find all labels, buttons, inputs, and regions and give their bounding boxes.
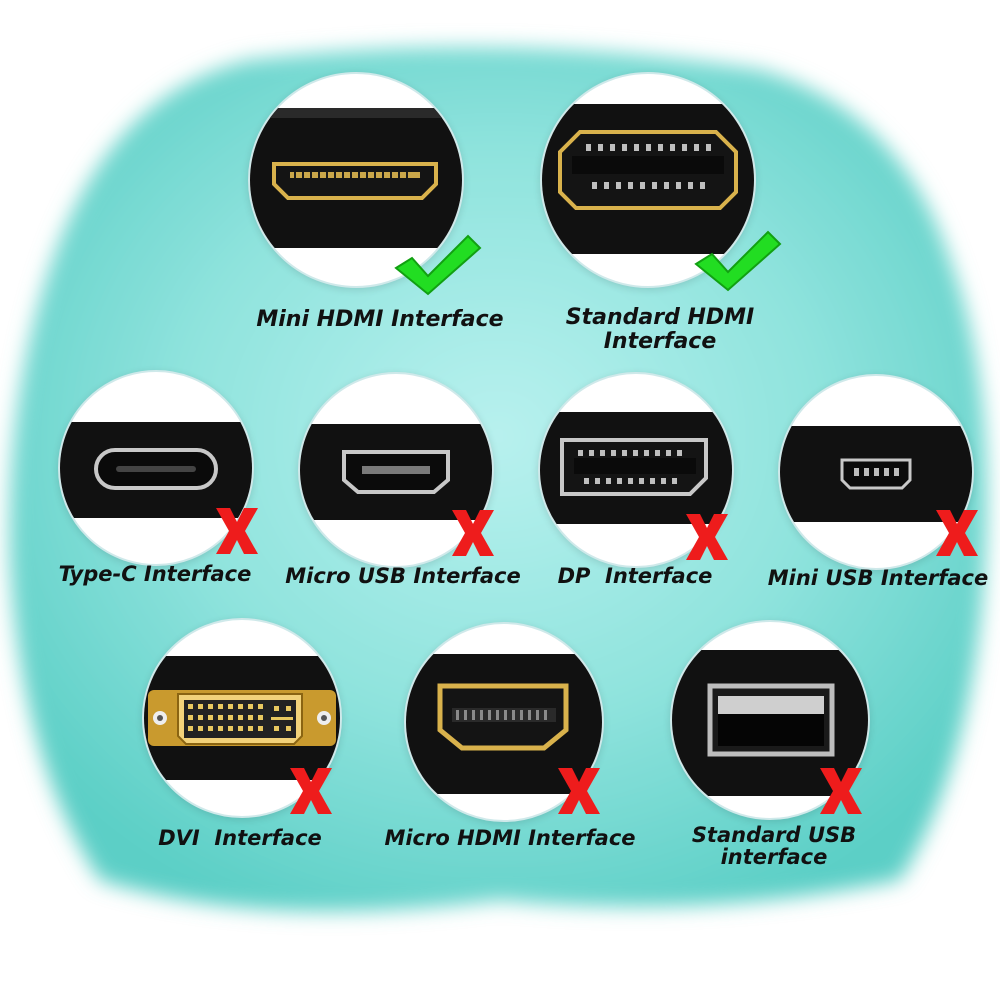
red-x-icon (288, 766, 334, 816)
dvi-label-line: DVI Interface (158, 826, 322, 850)
green-checkmark-icon (392, 232, 484, 296)
standard-hdmi-label-line-1: Standard HDMI (565, 305, 755, 330)
displayport-connector-icon (540, 412, 732, 524)
red-x-icon (214, 506, 260, 556)
standard-usb-connector-icon (672, 650, 868, 796)
standard-hdmi-port-circle (540, 72, 756, 288)
micro-usb-label: Micro USB Interface (278, 564, 528, 588)
type-c-port-circle (58, 370, 254, 566)
mini-usb-label: Mini USB Interface (766, 566, 990, 590)
green-checkmark-icon (692, 228, 784, 292)
standard-usb-label-line-2: interface (720, 845, 828, 869)
micro-hdmi-connector-icon (406, 654, 602, 794)
micro-hdmi-label: Micro HDMI Interface (380, 826, 640, 850)
dp-label-line: DP Interface (557, 564, 713, 588)
standard-usb-label-line-1: Standard USB (691, 823, 857, 847)
red-x-icon (556, 766, 602, 816)
type-c-label: Type-C Interface (40, 562, 270, 586)
red-x-icon (684, 512, 730, 562)
standard-hdmi-connector-icon (542, 104, 754, 254)
mini-hdmi-port-circle (248, 72, 464, 288)
dp-port-circle (538, 372, 734, 568)
micro-hdmi-label-line: Micro HDMI Interface (384, 826, 636, 850)
red-x-icon (450, 508, 496, 558)
standard-hdmi-label-line-2: Interface (603, 329, 717, 354)
mini-hdmi-connector-icon (250, 108, 462, 248)
red-x-icon (818, 766, 864, 816)
mini-hdmi-label: Mini HDMI Interface (230, 308, 530, 332)
mini-usb-port-circle (778, 374, 974, 570)
mini-hdmi-label-line: Mini HDMI Interface (256, 307, 504, 332)
dvi-label: DVI Interface (140, 826, 340, 850)
type-c-connector-icon (60, 422, 252, 518)
dp-label: DP Interface (540, 564, 730, 588)
micro-usb-port-circle (298, 372, 494, 568)
micro-usb-connector-icon (300, 424, 492, 520)
type-c-label-line: Type-C Interface (58, 562, 252, 586)
red-x-icon (934, 508, 980, 558)
dvi-connector-icon (144, 656, 340, 780)
standard-hdmi-label: Standard HDMI Interface (520, 306, 800, 354)
mini-usb-connector-icon (780, 426, 972, 522)
mini-usb-label-line: Mini USB Interface (767, 566, 989, 590)
micro-usb-label-line: Micro USB Interface (285, 564, 521, 588)
standard-usb-label: Standard USB interface (664, 824, 884, 868)
